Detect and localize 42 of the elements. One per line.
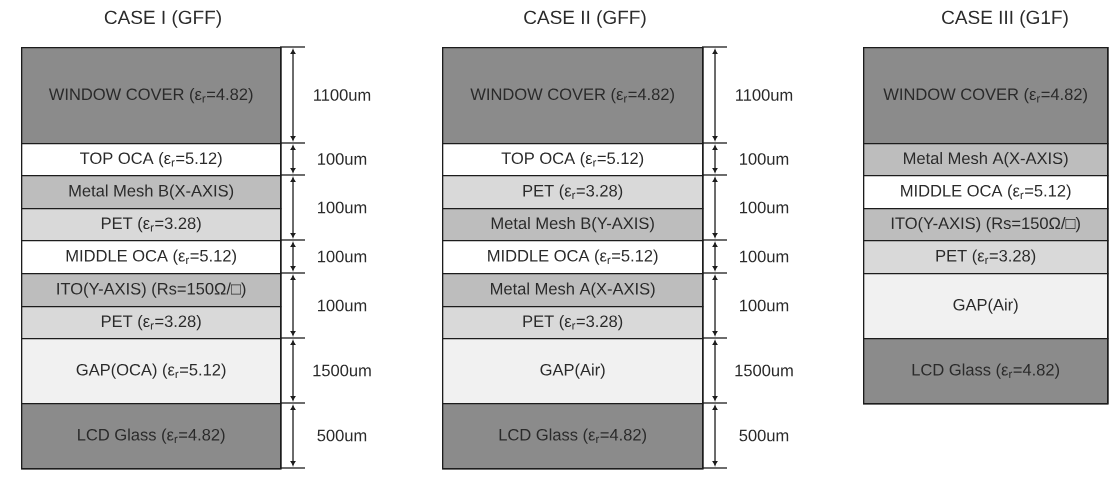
layer-box: WINDOW COVER (ε$_{r}$=4.82) [863, 47, 1109, 145]
layer-box: MIDDLE OCA (ε$_{r}$=5.12) [442, 240, 704, 275]
dimension-label: 1100um [736, 89, 793, 101]
layer-box: ITO(Y-AXIS) (Rs=150Ω/□) [863, 208, 1109, 242]
layer-box: GAP(Air) [442, 338, 704, 405]
layer-box: TOP OCA (ε$_{r}$=5.12) [442, 143, 704, 177]
layer-box: Metal Mesh A(X-AXIS) [442, 273, 704, 308]
dimension-label: 500um [317, 429, 367, 442]
layer-box: LCD Glass (ε$_{r}$=4.82) [442, 403, 704, 470]
layer-box: WINDOW COVER (ε$_{r}$=4.82) [21, 47, 282, 145]
node-label: CASE III (G1F) [942, 10, 1068, 28]
layer-box: GAP(OCA) (ε$_{r}$=5.12) [21, 338, 282, 405]
dimension-label: 100um [740, 250, 789, 263]
dimension-label: 100um [740, 299, 789, 312]
dimension-label: 100um [318, 153, 367, 165]
dimension-label: 1100um [314, 89, 371, 101]
layer-box: Metal Mesh A(X-AXIS) [863, 143, 1109, 177]
layer-box: PET (ε$_{r}$=3.28) [442, 175, 704, 210]
layer-box: MIDDLE OCA (ε$_{r}$=5.12) [21, 240, 282, 275]
layer-box: LCD Glass (ε$_{r}$=4.82) [863, 338, 1109, 405]
layer-box: WINDOW COVER (ε$_{r}$=4.82) [442, 47, 704, 145]
layer-box: GAP(Air) [863, 273, 1109, 340]
node-label: CASE II (GFF) [524, 10, 646, 28]
layer-box: TOP OCA (ε$_{r}$=5.12) [21, 143, 282, 177]
layer-box: Metal Mesh B(X-AXIS) [21, 175, 282, 210]
dimension-label: 1500um [735, 364, 793, 377]
layer-box: PET (ε$_{r}$=3.28) [21, 208, 282, 242]
node-label: CASE I (GFF) [104, 10, 221, 28]
dimension-label: 100um [740, 201, 789, 214]
layer-box: PET (ε$_{r}$=3.28) [442, 306, 704, 340]
dimension-label: 1500um [313, 364, 371, 377]
dimension-label: 100um [318, 250, 367, 263]
layer-box: LCD Glass (ε$_{r}$=4.82) [21, 403, 282, 470]
layer-box: PET (ε$_{r}$=3.28) [863, 240, 1109, 275]
dimension-label: 100um [318, 201, 367, 214]
layer-box: ITO(Y-AXIS) (Rs=150Ω/□) [21, 273, 282, 308]
dimension-label: 100um [318, 299, 367, 312]
layer-box: PET (ε$_{r}$=3.28) [21, 306, 282, 340]
layer-box: Metal Mesh B(Y-AXIS) [442, 208, 704, 242]
layer-box: MIDDLE OCA (ε$_{r}$=5.12) [863, 175, 1109, 210]
dimension-label: 500um [739, 429, 789, 442]
dimension-label: 100um [740, 153, 789, 165]
